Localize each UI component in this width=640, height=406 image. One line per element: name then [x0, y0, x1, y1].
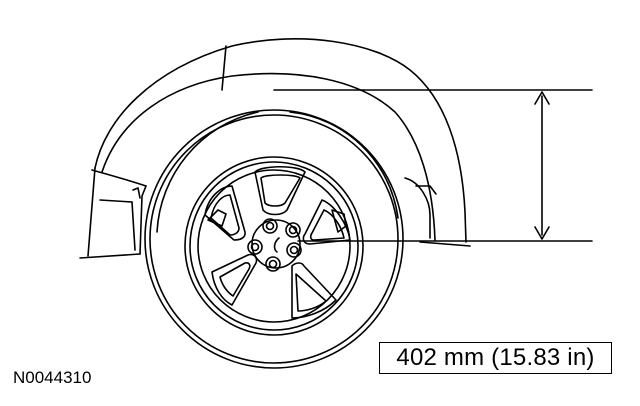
- dimension-arrowhead-top: [534, 91, 550, 105]
- wheel-rim: [184, 156, 364, 336]
- tire: [144, 109, 404, 369]
- spoke-windows: [204, 165, 351, 319]
- suspension-detail: [207, 209, 347, 233]
- fender-outline: [79, 38, 471, 259]
- measurement-lines: [273, 89, 593, 242]
- figure-id: N0044310: [13, 368, 92, 387]
- measurement-label: 402 mm (15.83 in): [379, 342, 612, 374]
- hub-and-lug-nuts: [247, 218, 302, 272]
- dimension-arrowhead-bottom: [534, 226, 550, 240]
